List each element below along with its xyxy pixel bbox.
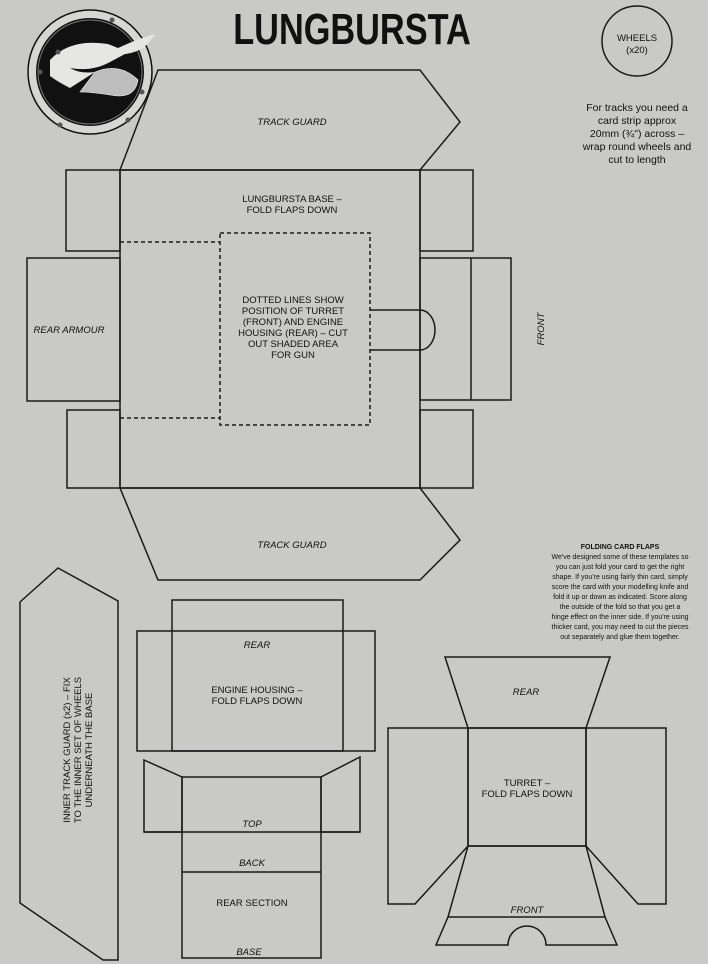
- svg-text:We've designed some of these t: We've designed some of these templates s…: [551, 554, 688, 561]
- svg-text:For tracks you need a: For tracks you need a: [586, 102, 688, 114]
- engine-title-line2: FOLD FLAPS DOWN: [212, 696, 303, 707]
- svg-text:the outside of the fold so tha: the outside of the fold so that you get …: [560, 604, 681, 611]
- svg-text:INNER TRACK GUARD (x2) – FIX: INNER TRACK GUARD (x2) – FIX: [62, 677, 73, 823]
- svg-text:out separately and glue them t: out separately and glue them together.: [560, 634, 680, 641]
- turret-title-line2: FOLD FLAPS DOWN: [482, 789, 573, 800]
- svg-text:POSITION OF TURRET: POSITION OF TURRET: [242, 306, 344, 317]
- svg-text:score the card with your model: score the card with your modelling knife…: [552, 584, 689, 591]
- track-guard-bottom-label: TRACK GUARD: [257, 540, 326, 551]
- engine-rear-label: REAR: [244, 640, 271, 651]
- svg-text:TO THE INNER SET OF WHEELS: TO THE INNER SET OF WHEELS: [73, 677, 84, 823]
- svg-text:(FRONT) AND ENGINE: (FRONT) AND ENGINE: [243, 317, 343, 328]
- tracks-note: For tracks you need a card strip approx …: [582, 102, 692, 166]
- gun-cutout: [370, 309, 436, 351]
- svg-text:fold it up or down as indicate: fold it up or down as indicated. Score a…: [553, 594, 687, 601]
- base-title-line2: FOLD FLAPS DOWN: [247, 205, 338, 216]
- rear-section-label: REAR SECTION: [216, 898, 287, 909]
- svg-text:shape. If you're using fairly: shape. If you're using fairly thin card,…: [552, 574, 688, 581]
- svg-text:wrap round wheels and: wrap round wheels and: [582, 141, 692, 153]
- base-label: BASE: [236, 947, 262, 958]
- wheels-count: (x20): [626, 45, 648, 56]
- svg-text:cut to length: cut to length: [608, 154, 665, 166]
- turret-rear-label: REAR: [513, 687, 540, 698]
- wheel-template: [601, 5, 673, 77]
- svg-text:hinge effect on the inner side: hinge effect on the inner side. If you'r…: [551, 614, 688, 621]
- svg-text:thicker card, you may need to: thicker card, you may need to cut the pi…: [552, 624, 689, 631]
- svg-text:DOTTED LINES SHOW: DOTTED LINES SHOW: [242, 295, 343, 306]
- svg-text:UNDERNEATH THE BASE: UNDERNEATH THE BASE: [84, 693, 95, 808]
- turret-template: [387, 656, 667, 946]
- svg-text:FOR GUN: FOR GUN: [271, 350, 315, 361]
- lungbursta-base-template: [26, 69, 512, 581]
- rear-armour-label: REAR ARMOUR: [34, 325, 105, 336]
- svg-text:card strip approx: card strip approx: [598, 115, 677, 127]
- svg-text:FOLDING CARD FLAPS: FOLDING CARD FLAPS: [581, 544, 660, 551]
- engine-housing-template: [136, 599, 376, 752]
- back-label: BACK: [239, 858, 266, 869]
- turret-title-line1: TURRET –: [504, 778, 551, 789]
- front-label: FRONT: [536, 311, 547, 345]
- wheels-label: WHEELS: [617, 33, 657, 44]
- svg-text:you can just fold your card to: you can just fold your card to get the r…: [556, 564, 684, 571]
- rear-section-template: [143, 755, 361, 959]
- svg-text:OUT SHADED AREA: OUT SHADED AREA: [248, 339, 339, 350]
- turret-front-label: FRONT: [511, 905, 545, 916]
- dragon-porthole-logo: [27, 9, 155, 135]
- page-title: LUNGBURSTA: [233, 5, 471, 54]
- svg-text:20mm (¾") across –: 20mm (¾") across –: [590, 128, 684, 140]
- folding-card-flaps-note: FOLDING CARD FLAPS We've designed some o…: [551, 544, 688, 641]
- dotted-lines-note: DOTTED LINES SHOW POSITION OF TURRET (FR…: [238, 295, 348, 361]
- base-title-line1: LUNGBURSTA BASE –: [242, 194, 342, 205]
- inner-track-guard-template: [19, 567, 119, 961]
- top-label: TOP: [242, 819, 262, 830]
- svg-text:HOUSING (REAR) – CUT: HOUSING (REAR) – CUT: [238, 328, 348, 339]
- track-guard-top-label: TRACK GUARD: [257, 117, 326, 128]
- engine-title-line1: ENGINE HOUSING –: [211, 685, 303, 696]
- inner-track-guard-note: INNER TRACK GUARD (x2) – FIX TO THE INNE…: [62, 677, 95, 824]
